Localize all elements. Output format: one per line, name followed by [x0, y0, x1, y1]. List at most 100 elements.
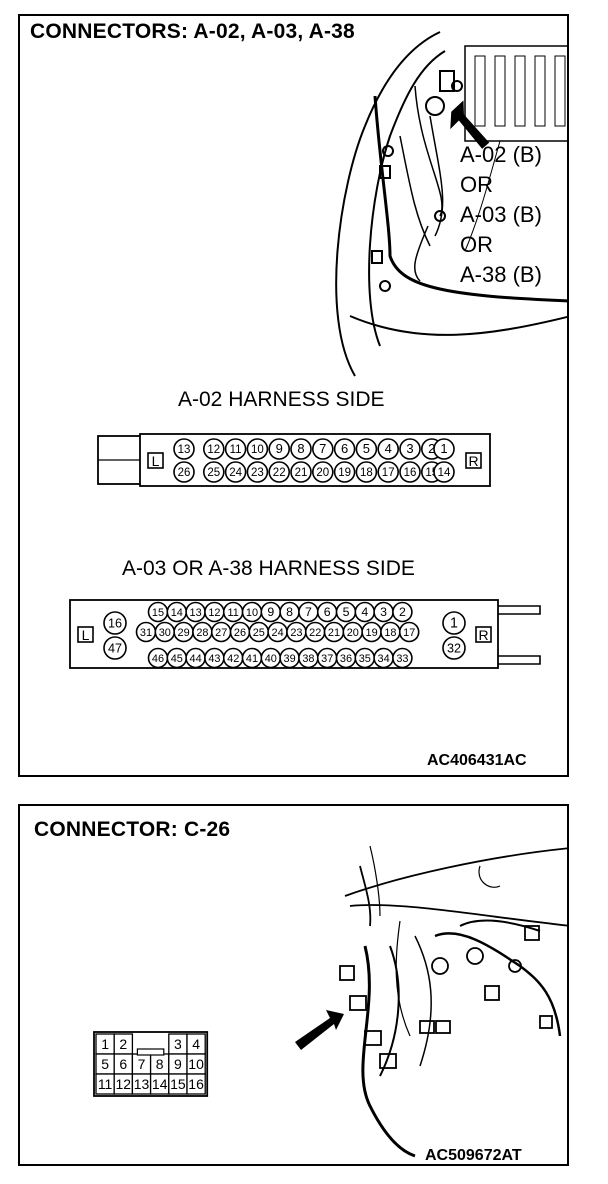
svg-text:39: 39 [284, 653, 296, 665]
pin-11: 11 [222, 601, 244, 623]
pin-29: 29 [173, 621, 194, 643]
pin-6: 6 [333, 438, 356, 460]
svg-text:29: 29 [178, 627, 190, 639]
pin-13: 13 [185, 601, 206, 623]
svg-text:46: 46 [152, 653, 164, 665]
svg-text:11: 11 [230, 444, 242, 456]
pin-10: 10 [241, 601, 263, 623]
svg-text:7: 7 [319, 441, 326, 456]
pin-4: 4 [354, 601, 376, 623]
pin-21: 21 [290, 461, 312, 483]
pin-24: 24 [267, 621, 288, 643]
pin-5: 5 [355, 438, 378, 460]
label-a02: A-02 (B) [460, 142, 542, 167]
pin-6: 6 [316, 601, 338, 623]
pin-18: 18 [355, 461, 378, 483]
pin-44: 44 [185, 647, 206, 669]
svg-text:9: 9 [267, 605, 274, 619]
c26-pin-5: 5 [101, 1056, 109, 1072]
connector-panel-c26: CONNECTOR: C-26 [18, 804, 569, 1166]
pin-2: 2 [392, 601, 413, 623]
pin-25: 25 [203, 461, 225, 483]
pin-11: 11 [224, 438, 247, 460]
figure-code: AC406431AC [427, 752, 527, 769]
c26-pin-13: 13 [134, 1076, 150, 1092]
svg-text:25: 25 [207, 467, 220, 479]
pin-30: 30 [154, 621, 176, 643]
svg-text:44: 44 [190, 653, 202, 665]
svg-text:13: 13 [178, 444, 191, 456]
c26-pin-16: 16 [188, 1076, 204, 1092]
pin-34: 34 [373, 647, 394, 669]
svg-text:12: 12 [207, 444, 220, 456]
c26-pin-10: 10 [188, 1056, 204, 1072]
pin-25: 25 [248, 621, 270, 643]
pin-24: 24 [224, 461, 247, 483]
pin-13: 13 [173, 438, 195, 460]
pin-9: 9 [260, 601, 282, 623]
svg-text:32: 32 [447, 642, 461, 656]
label-a03: A-03 (B) [460, 202, 542, 227]
svg-text:33: 33 [396, 653, 408, 665]
svg-text:19: 19 [366, 627, 378, 639]
svg-text:6: 6 [324, 605, 331, 619]
c26-pin-1: 1 [101, 1036, 109, 1052]
svg-text:3: 3 [406, 441, 413, 456]
pin-1: 1 [433, 438, 455, 460]
pin-20: 20 [311, 461, 334, 483]
pin-22: 22 [304, 621, 326, 643]
c26-pin-8: 8 [156, 1056, 164, 1072]
svg-text:6: 6 [341, 441, 348, 456]
pin-42: 42 [222, 647, 244, 669]
c26-pin-12: 12 [116, 1076, 132, 1092]
a03-caption: A-03 OR A-38 HARNESS SIDE [122, 557, 415, 580]
pin-46: 46 [147, 647, 169, 669]
label-or-2: OR [460, 232, 493, 257]
svg-text:14: 14 [438, 467, 451, 479]
svg-text:17: 17 [403, 627, 415, 639]
pin-16: 16 [103, 611, 127, 635]
svg-text:23: 23 [290, 627, 302, 639]
c26-pin-3: 3 [174, 1036, 182, 1052]
c26-key [136, 1048, 165, 1056]
figure-code: AC509672AT [425, 1147, 522, 1164]
pin-39: 39 [279, 647, 300, 669]
svg-text:12: 12 [208, 607, 220, 619]
svg-text:10: 10 [251, 444, 264, 456]
pin-7: 7 [298, 601, 319, 623]
pin-32: 32 [442, 636, 466, 660]
svg-text:13: 13 [190, 607, 202, 619]
svg-text:4: 4 [385, 441, 392, 456]
c26-cell-16 [186, 1073, 206, 1095]
pin-17: 17 [377, 461, 400, 483]
pin-23: 23 [286, 621, 307, 643]
svg-text:24: 24 [229, 467, 242, 479]
a02-left-mark: L [152, 453, 160, 469]
svg-text:3: 3 [380, 605, 387, 619]
svg-text:22: 22 [309, 627, 321, 639]
svg-text:36: 36 [340, 653, 352, 665]
svg-text:18: 18 [384, 627, 396, 639]
svg-text:28: 28 [196, 627, 208, 639]
svg-text:42: 42 [227, 653, 239, 665]
c26-pin-4: 4 [192, 1036, 200, 1052]
svg-text:31: 31 [140, 627, 152, 639]
pin-22: 22 [268, 461, 291, 483]
svg-text:43: 43 [208, 653, 220, 665]
pin-27: 27 [210, 621, 232, 643]
c26-pin-11: 11 [98, 1076, 113, 1092]
a02-right-mark: R [468, 453, 478, 469]
svg-text:2: 2 [428, 441, 435, 456]
pin-4: 4 [377, 438, 400, 460]
pin-26: 26 [229, 621, 251, 643]
a03-left-mark: L [82, 627, 90, 643]
dashboard-locator-illustration [295, 845, 567, 1158]
svg-text:5: 5 [363, 441, 370, 456]
c26-pin-2: 2 [119, 1036, 127, 1052]
label-or-1: OR [460, 172, 493, 197]
pin-31: 31 [135, 621, 157, 643]
svg-text:24: 24 [272, 627, 284, 639]
pin-12: 12 [204, 601, 225, 623]
